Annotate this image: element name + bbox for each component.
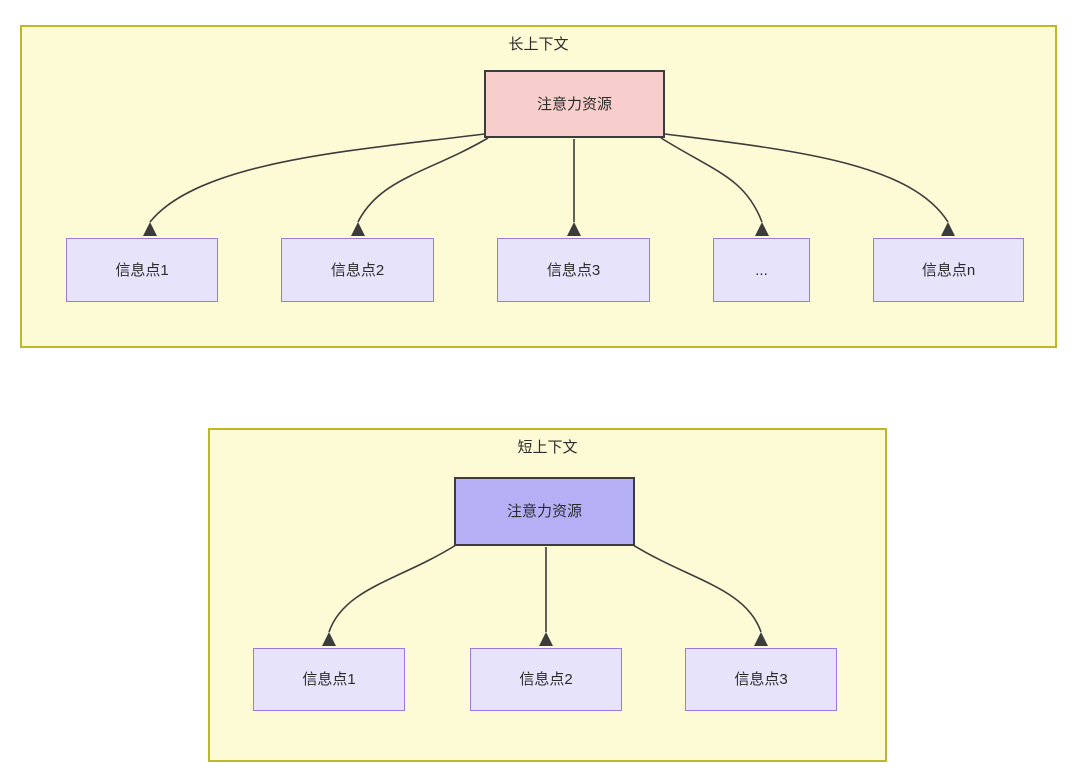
node-label: 注意力资源 xyxy=(536,95,612,113)
node-label: 信息点3 xyxy=(546,261,601,279)
node-long-info-point-2[interactable]: 信息点2 xyxy=(281,238,434,302)
group-short-context-title: 短上下文 xyxy=(517,439,578,456)
node-long-info-point-1[interactable]: 信息点1 xyxy=(66,238,218,302)
node-short-info-point-1[interactable]: 信息点1 xyxy=(253,648,405,711)
node-label: 信息点1 xyxy=(115,261,169,279)
node-label: 信息点1 xyxy=(302,671,356,688)
node-label: 信息点3 xyxy=(734,671,788,688)
node-short-info-point-2[interactable]: 信息点2 xyxy=(470,648,622,711)
node-short-attention-resource[interactable]: 注意力资源 xyxy=(454,477,635,546)
node-long-info-point-n[interactable]: 信息点n xyxy=(873,238,1024,302)
node-long-info-point-ellipsis[interactable]: ... xyxy=(713,238,810,302)
node-long-attention-resource[interactable]: 注意力资源 xyxy=(484,70,665,138)
node-label: ... xyxy=(755,261,768,279)
group-long-context-title: 长上下文 xyxy=(508,36,569,53)
node-label: 信息点2 xyxy=(519,671,573,688)
node-label: 注意力资源 xyxy=(506,503,582,520)
node-label: 信息点2 xyxy=(330,261,385,279)
node-short-info-point-3[interactable]: 信息点3 xyxy=(685,648,837,711)
node-long-info-point-3[interactable]: 信息点3 xyxy=(497,238,650,302)
node-label: 信息点n xyxy=(921,261,976,279)
